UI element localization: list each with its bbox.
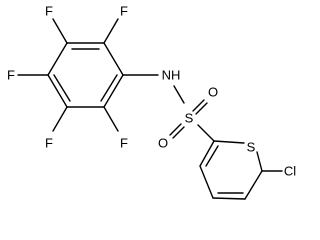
bond [199,165,214,199]
double-bond [172,126,185,139]
pentafluorophenyl-ring [47,42,124,108]
bond [103,18,119,44]
fluorine-label-bottom-right: F [120,136,128,151]
bond [256,151,263,172]
chlorothiophene-ring [199,140,283,200]
bond [47,74,68,108]
chemical-structure-diagram: F F F F F NH O S O S Cl [7,4,296,200]
double-bond [169,123,182,136]
bond [103,74,124,108]
thiophene-sulfur-label: S [247,140,256,155]
bond [212,197,246,200]
bond [213,140,245,144]
bond [197,124,215,142]
fluorine-label-left: F [7,68,15,83]
double-bond [195,102,208,115]
double-bond-inner [53,74,71,102]
bond [52,106,68,132]
fluorine-bonds [17,18,119,132]
oxygen-label-bottom: O [158,136,168,151]
oxygen-label-top: O [208,85,218,100]
atom-labels: F F F F F NH O S O S Cl [7,4,296,179]
double-bond [192,99,205,112]
chlorine-label: Cl [284,164,296,179]
bond [103,42,124,76]
double-bond-inner [100,74,118,102]
sulfonyl-sulfur-label: S [185,111,194,126]
bond [52,18,68,44]
bond [173,85,185,104]
fluorine-label-top-left: F [45,4,53,19]
bond [244,170,263,200]
bond [47,42,68,76]
fluorine-label-bottom-left: F [45,136,53,151]
bond [199,140,215,167]
bond [103,106,119,132]
nh-label: NH [162,68,181,83]
double-bond-inner [205,145,219,167]
fluorine-label-top-right: F [120,4,128,19]
sulfonamide-linker [122,74,215,142]
